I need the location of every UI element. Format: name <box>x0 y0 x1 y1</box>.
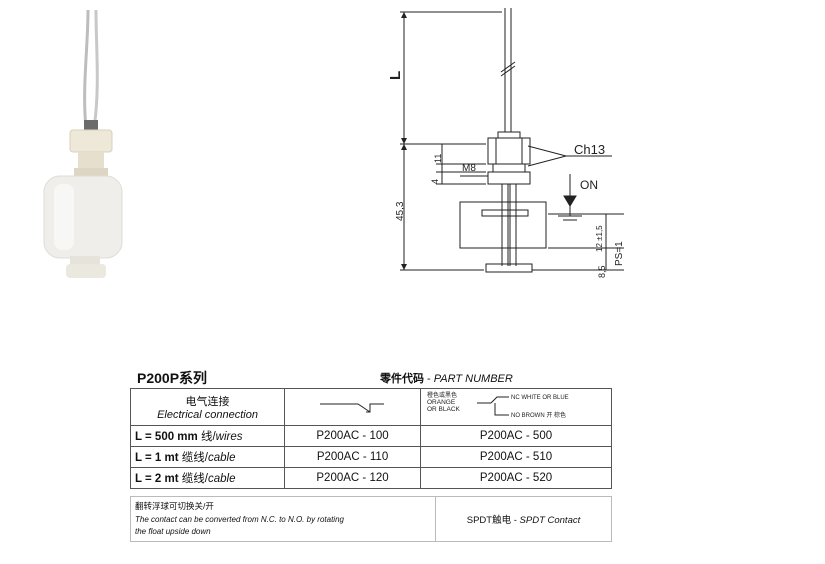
part-number-cell: P200AC - 110 <box>284 446 421 468</box>
electrical-connection-header: 电气连接 Electrical connection <box>129 388 286 426</box>
part-number-cell: P200AC - 510 <box>420 446 612 468</box>
dim-453: 45,3 <box>395 201 406 221</box>
wiring-colors-cell: 橙色或黑色 ORANGE OR BLACK NC WHITE OR BLUE N… <box>420 388 612 426</box>
table-header-row: 电气连接 Electrical connection 橙色或黑色 ORANGE … <box>129 388 612 426</box>
dim-11: 11 <box>433 154 443 163</box>
contact-type: SPDT触电 - SPDT Contact <box>435 496 612 542</box>
rotate-float-note: 翻转浮球可切换关/开 The contact can be converted … <box>130 496 436 542</box>
contact-note-table: 翻转浮球可切换关/开 The contact can be converted … <box>130 496 612 542</box>
wiring-colors-cn: 橙色或黑色 <box>427 391 457 399</box>
part-number-heading: 零件代码 - PART NUMBER <box>380 370 513 386</box>
table-row: L = 1 mt 缆线/cable P200AC - 110 P200AC - … <box>129 446 612 468</box>
dim-L: L <box>387 71 404 80</box>
part-number-cell: P200AC - 100 <box>284 425 421 447</box>
part-number-cell: P200AC - 520 <box>420 467 612 489</box>
contact-en: SPDT Contact <box>519 515 581 526</box>
note-en-2: the float upside down <box>135 527 211 536</box>
part-number-en: PART NUMBER <box>433 373 513 385</box>
part-number-cell: P200AC - 120 <box>284 467 421 489</box>
note-cn: 翻转浮球可切换关/开 <box>135 501 214 511</box>
contact-cn: SPDT触电 - <box>466 515 520 526</box>
part-number-sep: - <box>424 373 434 385</box>
wiring-no: NO BROWN 开 棕色 <box>511 411 566 419</box>
dim-12: 12 ±1,5 <box>595 225 604 252</box>
table-row: L = 2 mt 缆线/cable P200AC - 120 P200AC - … <box>129 467 612 489</box>
wiring-diagram: 橙色或黑色 ORANGE OR BLACK NC WHITE OR BLUE N… <box>427 391 569 419</box>
dim-ch: Ch13 <box>574 142 605 157</box>
header-cn: 电气连接 <box>185 396 230 408</box>
wiring-nc: NC WHITE OR BLUE <box>511 395 569 401</box>
wiring-orange: ORANGE <box>427 399 456 406</box>
part-number-cn: 零件代码 <box>380 373 424 385</box>
table-row: L = 500 mm 线/wires P200AC - 100 P200AC -… <box>129 425 612 447</box>
switch-symbol-icon <box>319 403 384 412</box>
row-label: L = 1 mt 缆线/cable <box>129 446 286 468</box>
part-number-table: 电气连接 Electrical connection 橙色或黑色 ORANGE … <box>129 388 612 489</box>
dim-85: 8,5 <box>597 265 607 278</box>
row-label: L = 500 mm 线/wires <box>129 425 286 447</box>
note-en-1: The contact can be converted from N.C. t… <box>135 515 344 524</box>
technical-drawing: L Ch13 M8 ON 11 4 45,3 12 ±1,5 8,5 PS=1 <box>387 8 625 278</box>
dim-on: ON <box>580 178 598 192</box>
switch-symbol-cell <box>284 388 421 426</box>
dim-4: 4 <box>430 179 440 184</box>
row-label: L = 2 mt 缆线/cable <box>129 467 286 489</box>
wiring-black: OR BLACK <box>427 406 461 413</box>
series-title: P200P系列 <box>137 370 208 386</box>
part-number-cell: P200AC - 500 <box>420 425 612 447</box>
dim-ps: PS=1 <box>614 241 625 266</box>
product-photo <box>43 9 123 278</box>
dim-m8: M8 <box>462 163 476 174</box>
header-en: Electrical connection <box>157 409 258 421</box>
